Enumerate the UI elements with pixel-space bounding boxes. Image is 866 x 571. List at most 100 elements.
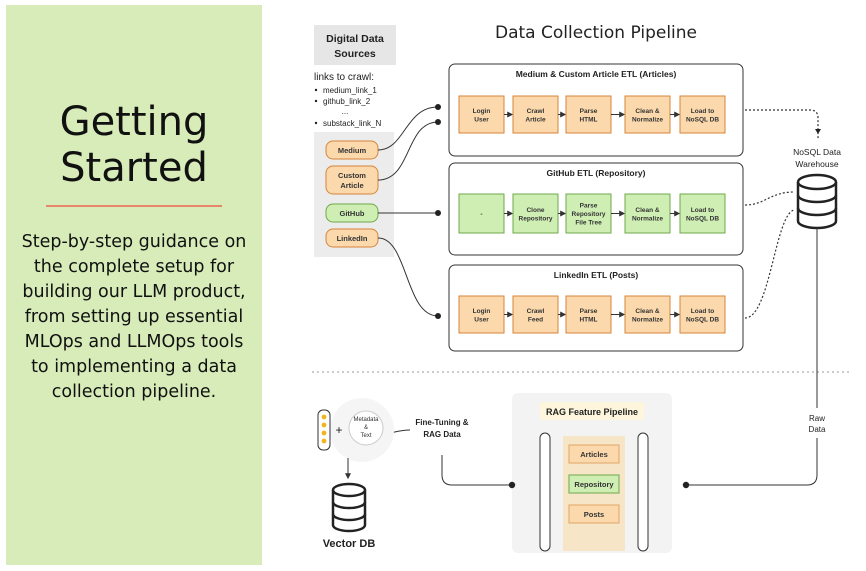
github-etl-step-label: File Tree (575, 220, 602, 227)
sources-header-box (314, 25, 396, 65)
connector-dot (508, 481, 516, 489)
rag-right-rail (637, 432, 649, 552)
articles-etl-step (458, 95, 505, 134)
articles-etl-step-label: Parse (580, 108, 598, 115)
articles-etl-step-label: Article (525, 116, 546, 123)
github-etl-step-label: Repository (572, 211, 606, 218)
link-item: medium_link_1 (323, 86, 377, 95)
rag-item-repository-label: Repository (574, 480, 614, 489)
connector-dot (435, 104, 441, 110)
rag-item-posts-label: Posts (584, 510, 604, 519)
sidebar-title-line-1: Getting (59, 99, 209, 145)
connector-dot (435, 119, 441, 125)
connector-dot (435, 313, 441, 319)
github-etl-step-label: Repository (519, 215, 553, 222)
articles-etl-step-label: Normalize (632, 116, 663, 123)
linkedin-etl-step-label: User (474, 316, 489, 323)
digital-data-sources: Digital Data Sources links to crawl: med… (314, 25, 396, 257)
link-item: substack_link_N (323, 119, 381, 128)
warehouse-label-line-1: NoSQL Data (793, 147, 841, 157)
github-etl-step-label: Clone (526, 207, 544, 214)
articles-etl-step-label: User (474, 116, 489, 123)
plus-sign: + (335, 423, 342, 437)
articles-etl-step-label: Crawl (527, 108, 545, 115)
articles-etl-step (512, 95, 559, 134)
github-etl-step (565, 193, 612, 234)
articles-etl-step-label: Login (473, 108, 491, 115)
raw-data-label-line-2: Data (809, 425, 826, 434)
custom-article-label-line-1: Custom (338, 171, 366, 180)
github-etl-step-label: NoSQL DB (686, 215, 719, 222)
linkedin-etl-step-label: Load to (691, 308, 714, 315)
rag-item-repository (568, 474, 620, 494)
raw-data-connector (688, 228, 818, 486)
github-etl-step (624, 193, 671, 234)
linkedin-etl-step (458, 295, 505, 334)
linkedin-source-label: LinkedIn (337, 234, 368, 243)
sidebar-title: Getting Started (6, 99, 262, 191)
link-item: ... (342, 107, 349, 116)
linkedin-etl-title: LinkedIn ETL (Posts) (554, 270, 639, 280)
articles-etl-step-label: NoSQL DB (686, 116, 719, 123)
metadata-label-line-1: Metadata (353, 417, 379, 423)
connector-dot (435, 210, 441, 216)
rag-item-articles-label: Articles (580, 450, 608, 459)
sidebar-description: Step-by-step guidance on the complete se… (21, 232, 247, 402)
articles-etl-step-label: HTML (579, 116, 597, 123)
linkedin-etl-step (512, 295, 559, 334)
github-etl-step-label: - (480, 211, 482, 218)
etl-pipelines: Medium & Custom Article ETL (Articles) Lo… (448, 63, 744, 352)
rag-feature-pipeline: RAG Feature Pipeline Articles Repository… (512, 393, 672, 553)
linkedin-etl-step-label: Parse (580, 308, 598, 315)
embedding-vector-icon (317, 409, 331, 451)
github-etl-step (512, 193, 559, 234)
github-etl-step (679, 193, 726, 234)
linkedin-etl-step (624, 295, 671, 334)
github-source-label: GitHub (340, 209, 365, 218)
sidebar-title-line-2: Started (60, 145, 208, 191)
articles-etl-step (565, 95, 612, 134)
articles-etl-title: Medium & Custom Article ETL (Articles) (516, 69, 677, 79)
medium-source-label: Medium (338, 146, 367, 155)
articles-etl-step-label: Clean & (635, 108, 660, 115)
github-etl-title: GitHub ETL (Repository) (546, 168, 645, 178)
linkedin-etl-step-label: Normalize (632, 316, 663, 323)
github-etl-step (458, 193, 505, 234)
metadata-label-line-3: Text (360, 433, 371, 439)
sources-header-line-1: Digital Data (326, 33, 384, 45)
linkedin-etl-step (565, 295, 612, 334)
linkedin-etl-step-label: Feed (528, 316, 543, 323)
articles-etl-step (679, 95, 726, 134)
linkedin-etl-step (679, 295, 726, 334)
metadata-label-line-2: & (364, 425, 368, 431)
linkedin-etl-step-label: Crawl (527, 308, 545, 315)
rag-item-articles (568, 444, 620, 464)
finetune-label-line-1: Fine-Tuning & (415, 418, 468, 427)
custom-article-label-line-2: Article (340, 181, 363, 190)
link-item: github_link_2 (323, 97, 371, 106)
metadata-text-node (348, 410, 384, 446)
rag-pipeline-title: RAG Feature Pipeline (546, 407, 638, 417)
linkedin-etl-step-label: NoSQL DB (686, 316, 719, 323)
sources-header-line-2: Sources (334, 48, 376, 60)
rag-item-posts (568, 504, 620, 524)
finetune-connector (441, 455, 512, 486)
diagram-title: Data Collection Pipeline (495, 23, 697, 43)
warehouse-label-line-2: Warehouse (795, 159, 838, 169)
articles-etl-step (624, 95, 671, 134)
finetune-label-line-2: RAG Data (423, 430, 461, 439)
sidebar-panel: Getting Started Step-by-step guidance on… (6, 5, 262, 565)
data-collection-pipeline-diagram: Data Collection Pipeline Digital Data So… (312, 23, 850, 553)
github-etl-step-label: Normalize (632, 215, 663, 222)
vector-db-label: Vector DB (323, 538, 376, 550)
vector-db-icon (331, 482, 367, 533)
raw-data-label-line-1: Raw (809, 414, 825, 423)
github-etl-step-label: Clean & (635, 207, 660, 214)
linkedin-etl-step-label: HTML (579, 316, 597, 323)
articles-etl-step-label: Load to (691, 108, 714, 115)
source-connectors (377, 106, 439, 317)
sidebar-divider (46, 205, 222, 207)
connector-dot (682, 481, 690, 489)
links-title: links to crawl: (314, 72, 374, 83)
github-etl-step-label: Parse (580, 203, 598, 210)
